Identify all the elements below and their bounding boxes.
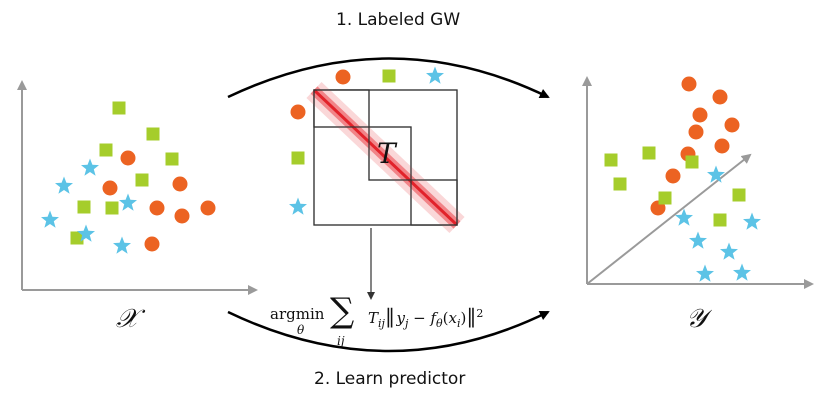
source-star-icon-19 <box>77 224 95 242</box>
source-space-label: 𝒳 <box>116 304 139 334</box>
source-circle-icon-9 <box>102 180 118 196</box>
target-circle-icon-7 <box>665 168 681 184</box>
matrix-circle-icon-0 <box>335 69 351 85</box>
source-square-icon-0 <box>112 101 126 115</box>
source-star-icon-18 <box>41 210 59 228</box>
target-circle-icon-3 <box>724 117 740 133</box>
source-square-icon-4 <box>135 173 149 187</box>
target-star-icon-22 <box>733 263 751 281</box>
matrix-diagonal <box>312 88 459 227</box>
target-star-icon-19 <box>689 231 707 249</box>
target-square-icon-15 <box>713 213 727 227</box>
source-circle-icon-13 <box>200 200 216 216</box>
source-star-icon-16 <box>55 176 73 194</box>
source-circle-icon-8 <box>120 150 136 166</box>
target-axes <box>582 76 814 289</box>
target-circle-icon-2 <box>692 107 708 123</box>
source-circle-icon-14 <box>144 236 160 252</box>
target-square-icon-14 <box>732 188 746 202</box>
formula-sum-sub: ij <box>337 334 345 348</box>
target-star-icon-17 <box>675 208 693 226</box>
source-star-icon-15 <box>81 158 99 176</box>
source-square-icon-1 <box>146 127 160 141</box>
labeled-gw-arrow <box>227 57 550 99</box>
formula-body: Tij‖ yj − fθ(xi)‖2 <box>368 304 484 330</box>
target-square-icon-10 <box>604 153 618 167</box>
target-star-icon-18 <box>743 212 761 230</box>
target-star-icon-21 <box>696 264 714 282</box>
source-square-icon-5 <box>77 200 91 214</box>
formula-argmin: argmin <box>270 305 325 323</box>
transport-matrix <box>306 82 465 300</box>
target-square-icon-11 <box>685 155 699 169</box>
source-circle-icon-10 <box>172 176 188 192</box>
target-square-icon-13 <box>658 191 672 205</box>
source-star-icon-20 <box>113 236 131 254</box>
scatter-markers <box>41 66 761 282</box>
learn-predictor-arrow <box>227 310 550 353</box>
source-circle-icon-12 <box>174 208 190 224</box>
source-square-icon-7 <box>70 231 84 245</box>
step2-label: 2. Learn predictor <box>314 369 466 389</box>
target-star-icon-16 <box>707 165 725 183</box>
target-circle-icon-5 <box>714 138 730 154</box>
target-square-icon-9 <box>642 146 656 160</box>
target-space-label: 𝒴 <box>686 304 707 334</box>
target-circle-icon-4 <box>688 124 704 140</box>
step1-label: 1. Labeled GW <box>336 10 461 30</box>
source-circle-icon-11 <box>149 200 165 216</box>
source-axes <box>17 80 258 295</box>
target-circle-icon-1 <box>712 89 728 105</box>
target-circle-icon-0 <box>681 76 697 92</box>
matrix-star-icon-2 <box>426 66 444 84</box>
target-diagonal-axis <box>586 153 752 285</box>
source-square-icon-3 <box>165 152 179 166</box>
transport-matrix-label: T <box>377 137 396 170</box>
matrix-circle-icon-3 <box>290 104 306 120</box>
source-square-icon-6 <box>105 201 119 215</box>
target-square-icon-12 <box>613 177 627 191</box>
matrix-star-icon-5 <box>289 197 307 215</box>
matrix-square-icon-1 <box>382 69 396 83</box>
target-star-icon-20 <box>720 242 738 260</box>
matrix-square-icon-4 <box>291 151 305 165</box>
source-star-icon-17 <box>119 193 137 211</box>
formula-argmin-sub: θ <box>297 323 305 337</box>
source-square-icon-2 <box>99 143 113 157</box>
formula-sum: ∑ <box>330 291 355 331</box>
